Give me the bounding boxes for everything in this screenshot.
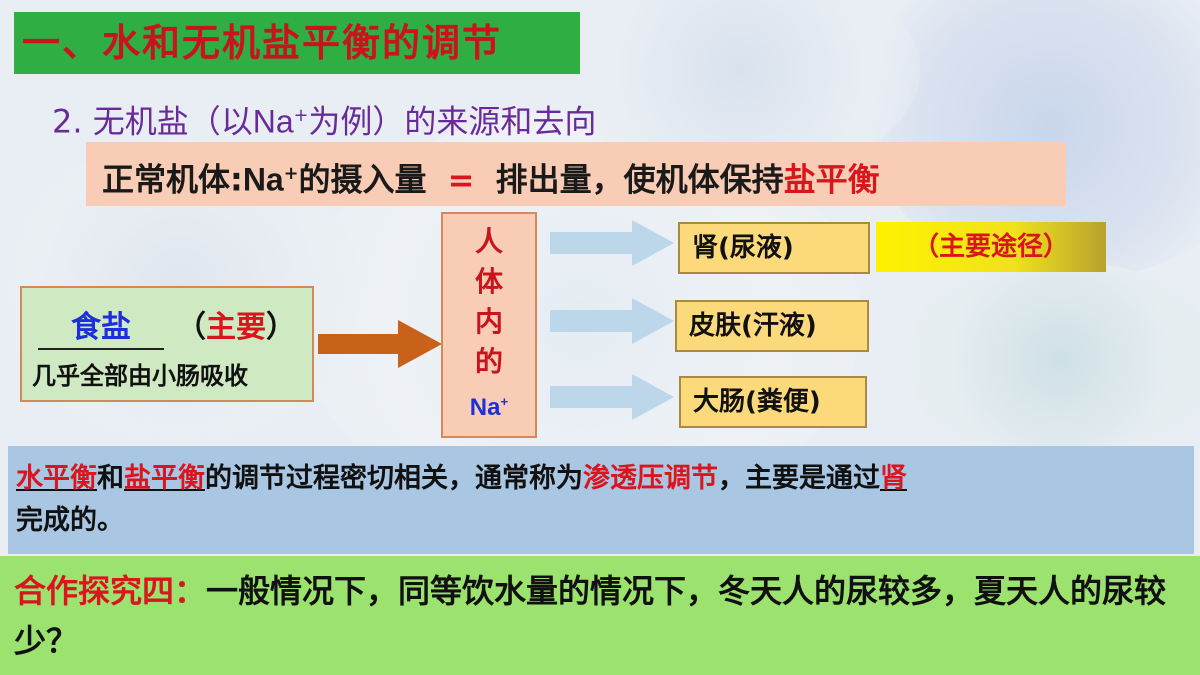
subtitle-before: 无机盐（以 [92,102,253,141]
cooperative-inquiry-box: 合作探究四：一般情况下，同等饮水量的情况下，冬天人的尿较多，夏天人的尿较少？ [0,556,1200,675]
kidney-term: 肾 [880,463,907,494]
background-cell [900,260,1200,460]
inquiry-label: 合作探究四： [14,572,207,610]
sodium-source-box: 食盐 （主要） 几乎全部由小肠吸收 [20,286,314,402]
body-char: 内 [474,305,503,338]
output-arrow-icon [550,374,674,420]
section-subtitle: 2. 无机盐（以Na+为例）的来源和去向 [52,94,597,141]
source-line: 食盐 （主要） [38,302,308,350]
body-na: Na+ [469,394,509,421]
subtitle-prefix: 2. [52,102,83,141]
inquiry-question: 一般情况下，同等饮水量的情况下，冬天人的尿较多，夏天人的尿较少？ [14,572,1167,660]
source-note: （主要） [176,310,296,345]
regulation-relation-text: 水平衡和盐平衡的调节过程密切相关，通常称为渗透压调节，主要是通过肾 完成的。 [8,446,1194,554]
relation-and: 和 [97,463,124,494]
normal-na: Na [242,161,284,198]
output-arrow-icon [550,220,674,266]
salt-balance-term: 盐平衡 [783,160,880,199]
subtitle-na: Na [252,103,294,140]
normal-intake: 的摄入量 [298,160,427,199]
route-skin: 皮肤(汗液) [675,300,869,352]
output-arrow-icon [550,298,674,344]
osmotic-regulation-term: 渗透压调节 [583,463,718,494]
slide-title: 一、水和无机盐平衡的调节 [14,12,580,74]
salt-balance-term: 盐平衡 [124,463,205,494]
normal-state-banner: 正常机体:Na+的摄入量 = 排出量，使机体保持盐平衡 [86,142,1066,206]
body-char: 的 [474,345,503,378]
absorption-text: 几乎全部由小肠吸收 [32,362,248,390]
intake-arrow-icon [318,320,442,368]
relation-text: 完成的。 [16,505,124,536]
normal-charge: + [283,164,299,184]
equals-sign: = [447,160,475,199]
subtitle-after: 为例）的来源和去向 [308,102,597,141]
water-balance-term: 水平衡 [16,463,97,494]
main-route-badge: （主要途径） [876,222,1106,272]
relation-text: 的调节过程密切相关，通常称为 [205,463,583,494]
body-sodium-box: 人 体 内 的 Na+ [441,212,537,438]
route-large-intestine: 大肠(粪便) [679,376,867,428]
food-salt-blank: 食盐 [38,310,164,350]
normal-prefix: 正常机体: [102,160,243,199]
body-char: 体 [474,265,503,298]
body-char: 人 [474,225,503,258]
source-main-label: 主要 [206,310,266,345]
relation-text: ，主要是通过 [718,463,880,494]
route-kidney: 肾(尿液) [678,222,870,274]
subtitle-charge: + [293,106,309,126]
normal-output: 排出量，使机体保持 [495,160,784,199]
